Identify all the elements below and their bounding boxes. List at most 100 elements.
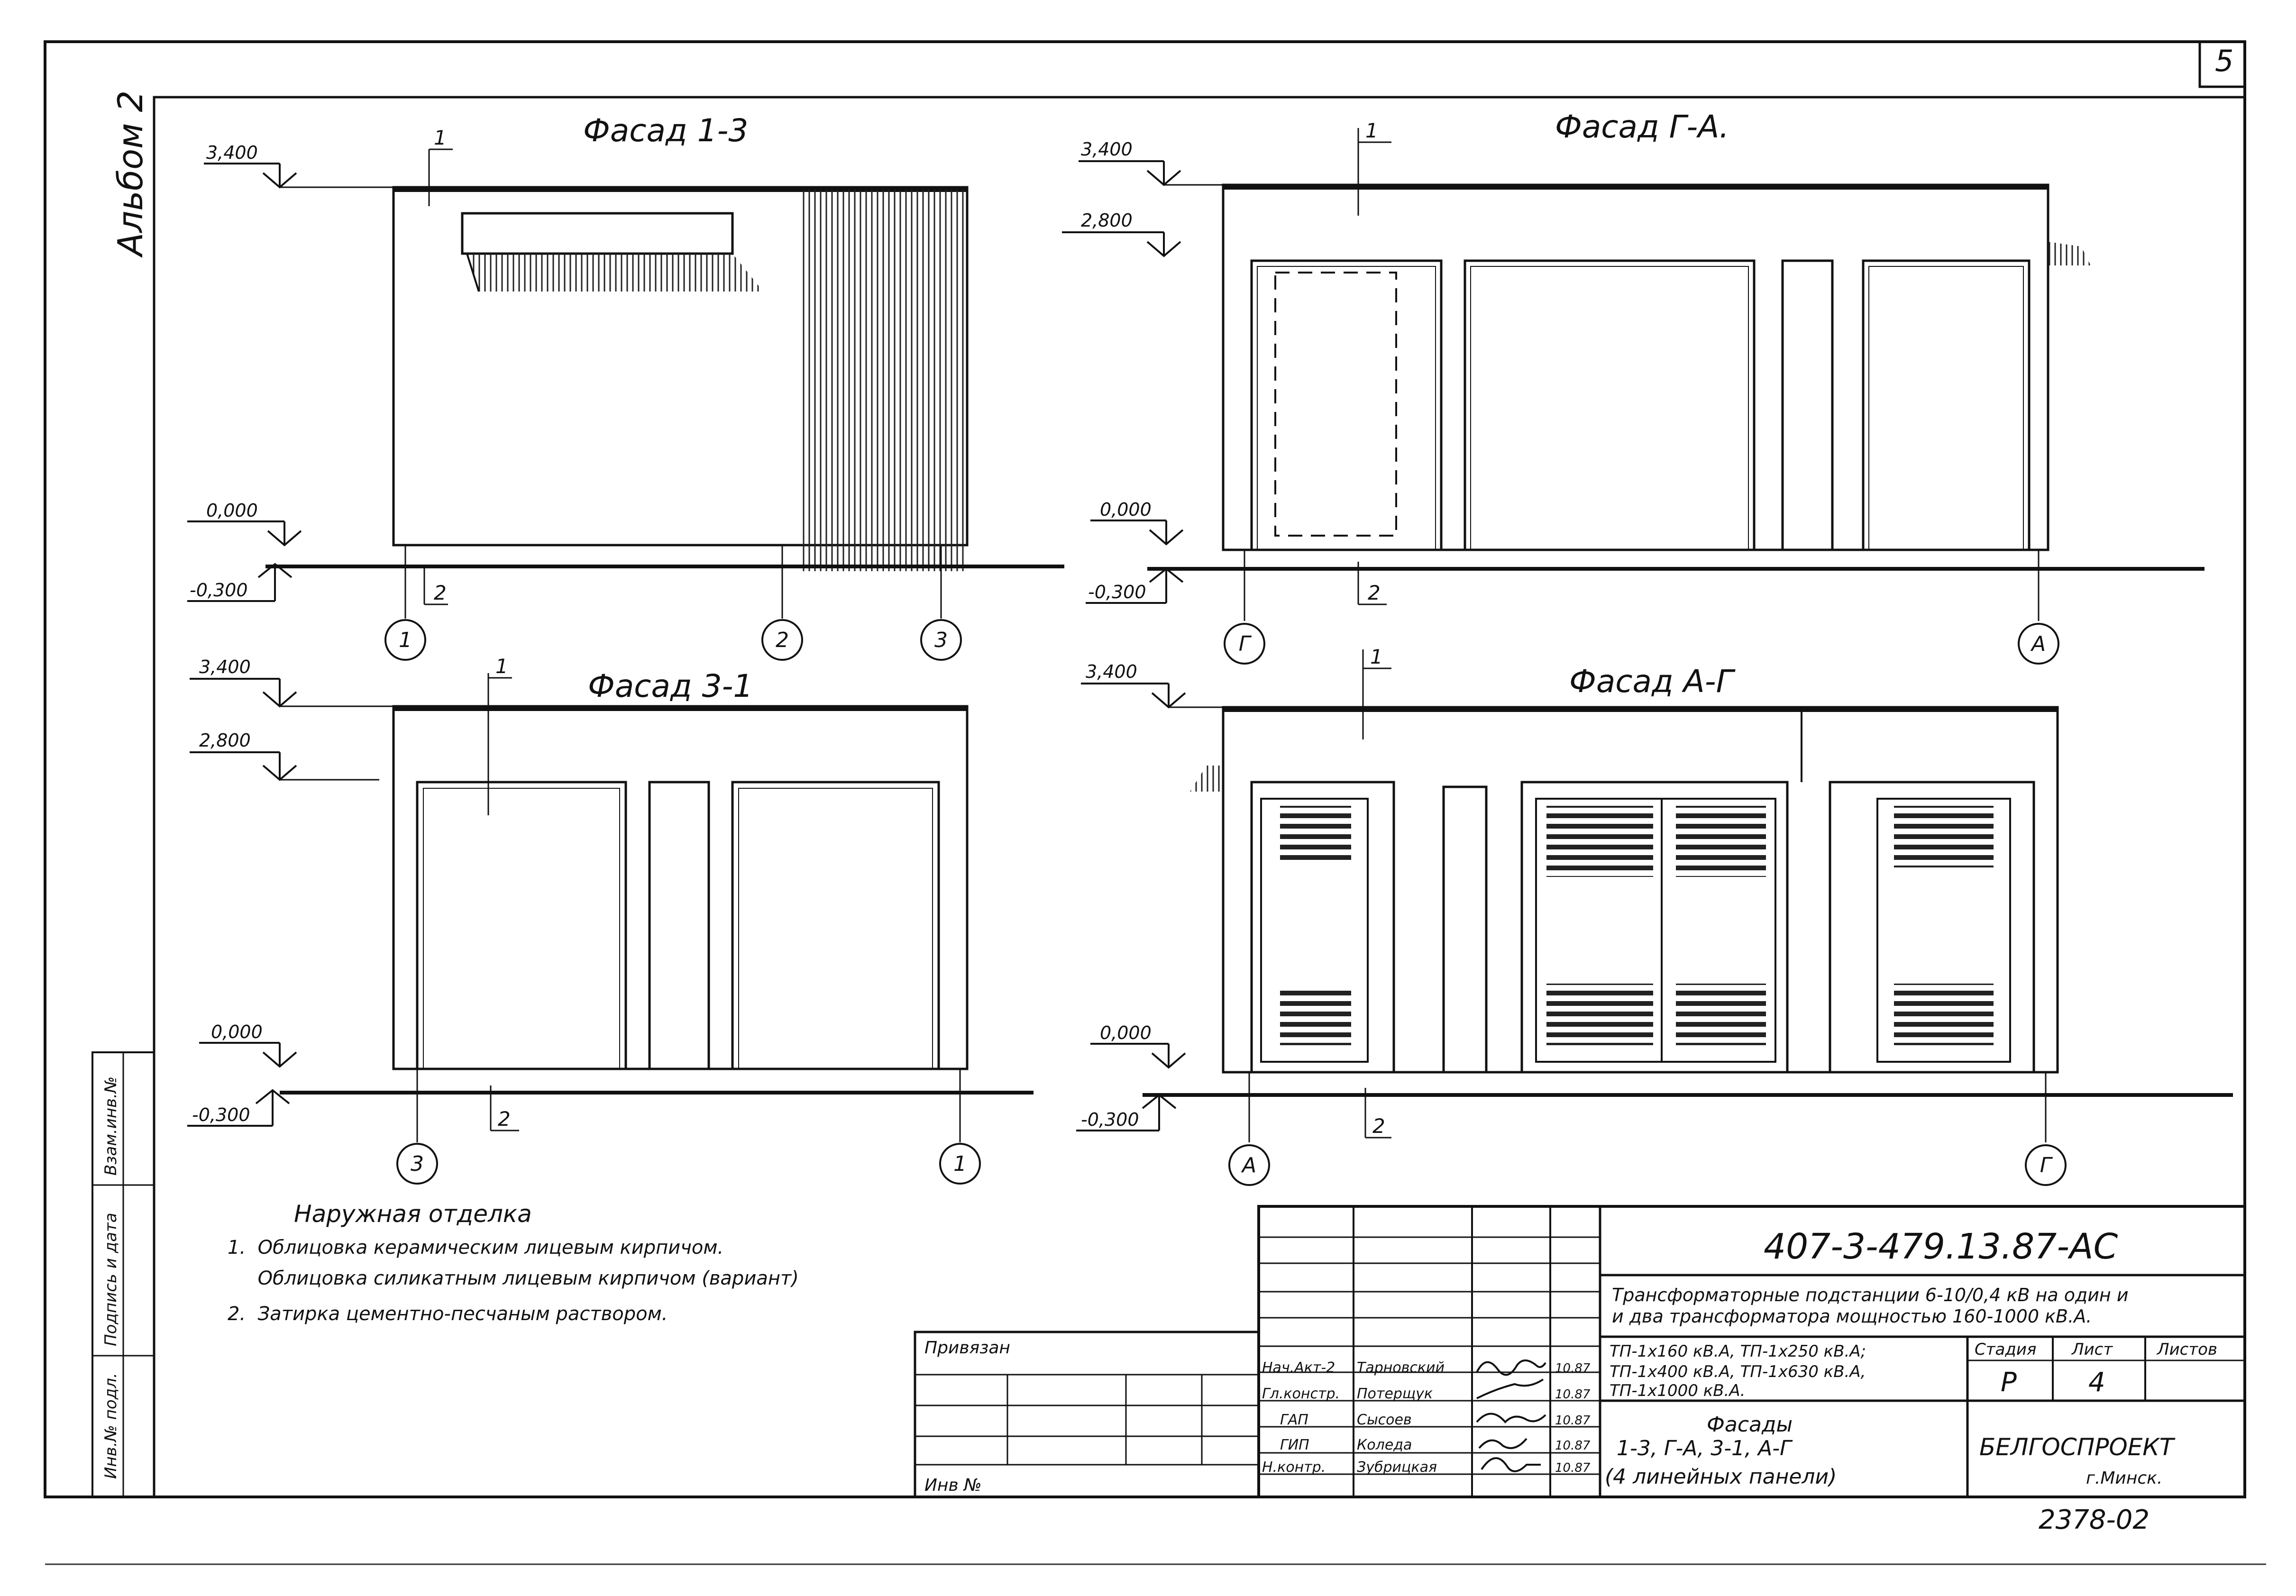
title-block-text: 407-3-479.13.87-АС Трансформаторные подс… [924,1226,2217,1535]
axis-marker: 2 [761,619,803,661]
notes-title: Наружная отделка [294,1200,532,1228]
svg-text:2,800: 2,800 [199,730,251,751]
axis-marker: 1 [384,619,426,661]
callout-1: 1 [495,655,508,678]
drawing-name: 1-3, Г-А, 3-1, А-Г [1617,1436,1793,1460]
notes-item: 2. Затирка цементно-песчаным раствором. [228,1303,668,1325]
svg-text:3: 3 [411,1152,424,1176]
level-mark: -0,300 [1076,1094,1177,1131]
facade-title: Фасад Г-А. [1555,109,1729,145]
title-block [914,1205,2246,1498]
level-mark: 3,400 [1079,139,1223,186]
signature-name: Тарновский [1357,1359,1445,1376]
sheets-header: Листов [2156,1340,2217,1359]
level-mark: 2,800 [1062,210,1181,257]
facade-title: Фасад 3-1 [588,668,753,704]
handwritten-signature [1478,1438,1528,1449]
handwritten-signature [1476,1359,1546,1376]
svg-text:3,400: 3,400 [206,142,258,163]
signature-role: ГАП [1280,1412,1308,1428]
level-mark: 3,400 [204,142,393,189]
stamp-inv-original: Инв.№ подл. [101,1373,120,1479]
handwritten-signature [1476,1378,1544,1399]
axis-marker: А [2018,623,2059,665]
signature-date: 10.87 [1555,1414,1591,1428]
svg-text:Г: Г [1239,632,1252,656]
svg-text:0,000: 0,000 [206,500,258,521]
svg-text:2,800: 2,800 [1081,210,1133,231]
variant-line: ТП-1x400 кВ.А, ТП-1x630 кВ.А, [1610,1362,1866,1381]
bound-label: Привязан [924,1338,1010,1358]
signature-role: Н.контр. [1262,1459,1326,1476]
stamp-replacement-inv: Взам.инв.№ [101,1076,120,1176]
project-title: и два трансформатора мощностью 160-1000 … [1612,1306,2092,1327]
level-mark: 3,400 [1081,661,1223,709]
svg-text:1: 1 [953,1152,967,1176]
signature-name: Сысоев [1357,1412,1412,1428]
facade-title: Фасад 1-3 [583,112,748,149]
signature-role: ГИП [1280,1437,1309,1453]
level-mark: 0,000 [1090,499,1184,546]
svg-text:3,400: 3,400 [1081,139,1133,160]
inv-label: Инв № [924,1476,982,1495]
level-mark: 3,400 [190,657,393,708]
city: г.Минск. [2086,1468,2162,1488]
level-mark: 2,800 [190,730,379,781]
stage-header: Стадия [1975,1340,2036,1359]
stage-value: Р [2001,1367,2017,1398]
stamp-signature-date: Подпись и дата [101,1213,120,1346]
callout-2: 2 [434,581,447,604]
facade-g-a: Фасад Г-А. 3,400 2,800 0,000 -0,300 [1062,109,2205,665]
variant-line: ТП-1x160 кВ.А, ТП-1x250 кВ.А; [1610,1342,1866,1361]
signature-date: 10.87 [1555,1361,1591,1376]
document-code: 407-3-479.13.87-АС [1764,1226,2118,1267]
facade-3-1: Фасад 3-1 3,400 2,800 0,000 -0,300 [187,655,1034,1185]
axis-marker: А [1228,1144,1270,1186]
signature-date: 10.87 [1555,1439,1591,1453]
notes-item: 1. Облицовка керамическим лицевым кирпич… [228,1237,723,1259]
level-mark: 0,000 [1090,1022,1186,1069]
facade-a-g: Фасад А-Г 3,400 0,000 -0,300 [1076,645,2233,1186]
level-mark: -0,300 [187,563,293,602]
signature-date: 10.87 [1555,1387,1591,1402]
level-mark: 0,000 [199,1021,297,1068]
svg-text:0,000: 0,000 [1100,499,1152,520]
sheet-value: 4 [2088,1367,2105,1398]
axis-marker: Г [2025,1144,2067,1186]
signature-name: Коледа [1357,1437,1412,1453]
signature-role: Нач.Акт-2 [1262,1359,1335,1376]
svg-text:-0,300: -0,300 [1081,1109,1139,1130]
svg-text:-0,300: -0,300 [1088,582,1146,602]
signature-name: Потерщук [1357,1386,1433,1402]
callout-2: 2 [1368,581,1381,604]
notes-item: Облицовка силикатным лицевым кирпичом (в… [228,1268,799,1289]
callout-2: 2 [1372,1114,1385,1138]
signature-role: Гл.констр. [1262,1386,1340,1402]
page-number: 5 [2215,44,2233,78]
axis-marker: 1 [939,1143,981,1185]
callout-1: 1 [434,126,447,149]
callout-1: 1 [1370,645,1383,668]
facade-title: Фасад А-Г [1569,663,1736,700]
handwritten-signature [1476,1413,1546,1423]
organization: БЕЛГОСПРОЕКТ [1979,1433,2176,1461]
archive-number: 2378-02 [2039,1505,2150,1535]
axis-marker: 3 [396,1143,438,1185]
sheet-header: Лист [2071,1340,2113,1359]
callout-2: 2 [498,1107,511,1131]
album-label: Альбом 2 [110,91,150,258]
svg-text:Г: Г [2040,1153,2053,1177]
svg-text:-0,300: -0,300 [192,1104,250,1125]
svg-text:0,000: 0,000 [211,1021,263,1042]
handwritten-signature [1481,1457,1541,1472]
svg-text:3,400: 3,400 [199,657,251,677]
facade-1-3: Фасад 1-3 3,400 0,000 -0,300 [187,112,1064,661]
signature-date: 10.87 [1555,1461,1591,1475]
svg-text:А: А [2030,632,2046,656]
drawing-name: (4 линейных панели) [1605,1465,1837,1489]
signature-name: Зубрицкая [1357,1459,1437,1476]
side-stamp: Инв.№ подл. Подпись и дата Взам.инв.№ [91,1051,155,1498]
finishing-notes: Наружная отделка 1. Облицовка керамическ… [228,1200,799,1325]
variant-line: ТП-1x1000 кВ.А. [1610,1381,1745,1400]
